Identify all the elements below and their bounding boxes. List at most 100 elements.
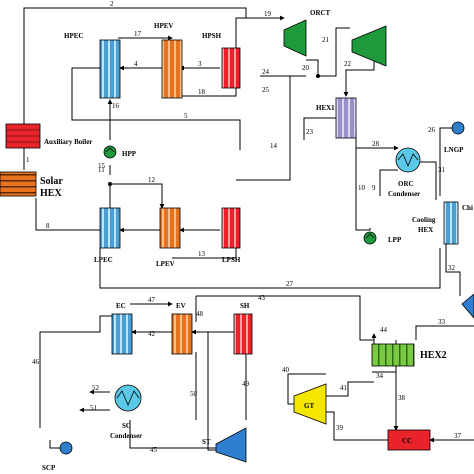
stream-label-37: 37	[454, 432, 462, 440]
solar-hex-label-1: Solar	[40, 176, 63, 187]
sc-condenser	[114, 384, 142, 412]
pipe-21	[318, 27, 350, 77]
pipe-40	[287, 373, 326, 405]
scp-label: SCP	[42, 464, 56, 472]
pipe-20	[306, 59, 319, 76]
lpp-pump	[363, 231, 377, 245]
stream-label-43: 43	[258, 294, 266, 302]
stream-label-4: 4	[134, 60, 138, 68]
orct-label: ORCT	[310, 9, 331, 17]
pipe-5	[71, 67, 241, 150]
sh-exchanger	[233, 313, 253, 355]
hex1-exchanger	[335, 97, 357, 139]
cc-chamber	[387, 429, 431, 451]
stream-label-17: 17	[134, 30, 142, 38]
sc-condenser-label-2: Condenser	[110, 432, 142, 440]
lpev-label: LPEV	[156, 260, 175, 268]
cooling-hex-label-2: HEX	[418, 226, 433, 234]
stream-label-52: 52	[92, 384, 100, 392]
hpec-label: HPEC	[64, 32, 83, 40]
lpec-exchanger	[99, 207, 121, 249]
pipe-31	[416, 161, 437, 200]
pipe-41	[326, 381, 374, 397]
pipe-43	[196, 295, 374, 341]
stream-label-28: 28	[372, 140, 380, 148]
stream-label-38: 38	[398, 394, 406, 402]
ec-label: EC	[116, 302, 126, 310]
sh-label: SH	[240, 302, 250, 310]
stream-label-12: 12	[148, 176, 156, 184]
auxiliary-boiler-label: Auxiliary Boiler	[44, 138, 92, 146]
stream-label-48: 48	[196, 310, 204, 318]
stream-label-26: 26	[428, 126, 436, 134]
stream-label-24: 24	[262, 68, 270, 76]
hex2-label: HEX2	[420, 350, 447, 361]
stream-label-46: 46	[32, 358, 40, 366]
pipe-hpsh-out	[235, 17, 246, 48]
stream-label-2: 2	[110, 0, 114, 8]
stream-label-15: 15	[98, 162, 106, 170]
stream-label-3: 3	[198, 60, 202, 68]
pipe-33	[415, 325, 474, 340]
pipe-9	[379, 169, 398, 196]
stream-label-10: 10	[358, 184, 366, 192]
stream-label-11: 11	[98, 166, 105, 174]
stream-label-16: 16	[112, 102, 120, 110]
lpec-label: LPEC	[94, 256, 113, 264]
stream-label-22: 22	[344, 60, 352, 68]
orct-turbine-2	[351, 25, 387, 67]
stream-label-50: 50	[190, 390, 198, 398]
pipe-14	[236, 75, 306, 181]
stream-label-33: 33	[438, 318, 446, 326]
sc-condenser-label-1: SC	[122, 422, 131, 430]
gt-turbine	[293, 383, 327, 425]
lpsh-label: LPSH	[222, 256, 241, 264]
hpec-exchanger	[99, 39, 121, 99]
stream-label-45: 45	[150, 446, 158, 454]
orc-condenser	[395, 147, 421, 173]
hex2-exchanger	[371, 343, 415, 367]
chiller-partial-shape	[461, 293, 474, 319]
stream-label-51: 51	[90, 404, 98, 412]
stream-label-13: 13	[198, 250, 206, 258]
stream-label-34: 34	[376, 372, 384, 380]
st-label: ST	[202, 438, 211, 446]
pipe-39	[326, 411, 388, 441]
hpp-pump	[103, 145, 117, 159]
stream-label-47: 47	[148, 296, 156, 304]
hpev-exchanger	[161, 39, 183, 99]
pipe-10	[355, 132, 371, 231]
hpp-label: HPP	[122, 150, 137, 158]
ev-exchanger	[171, 313, 193, 355]
stream-label-20: 20	[302, 64, 310, 72]
lpev-exchanger	[159, 207, 181, 249]
pipe-2	[23, 7, 247, 124]
stream-label-14: 14	[270, 142, 278, 150]
hex1-label: HEX1	[316, 104, 335, 112]
solar-hex-label-2: HEX	[40, 188, 62, 199]
pipe-12	[110, 183, 165, 209]
hpsh-label: HPSH	[202, 32, 222, 40]
stream-label-1: 1	[26, 156, 30, 164]
stream-label-19: 19	[264, 10, 272, 18]
cc-label: CC	[402, 437, 412, 445]
orct-turbine-1	[283, 19, 307, 57]
pipe-26	[439, 127, 454, 196]
pipe-13	[172, 248, 237, 259]
stream-label-49: 49	[242, 380, 250, 388]
stream-label-31: 31	[438, 166, 446, 174]
orc-condenser-label-1: ORC	[398, 180, 414, 188]
stream-label-44: 44	[380, 326, 388, 334]
orc-condenser-label-2: Condenser	[388, 190, 420, 198]
lpp-label: LPP	[388, 236, 402, 244]
lngp-label: LNGP	[444, 146, 464, 154]
ev-label: EV	[176, 302, 186, 310]
lpsh-exchanger	[221, 207, 241, 249]
st-turbine	[215, 427, 247, 463]
stream-label-41: 41	[340, 384, 348, 392]
stream-label-21: 21	[322, 36, 330, 44]
stream-label-25: 25	[262, 86, 270, 94]
stream-label-8: 8	[46, 222, 50, 230]
gt-label: GT	[304, 402, 314, 410]
